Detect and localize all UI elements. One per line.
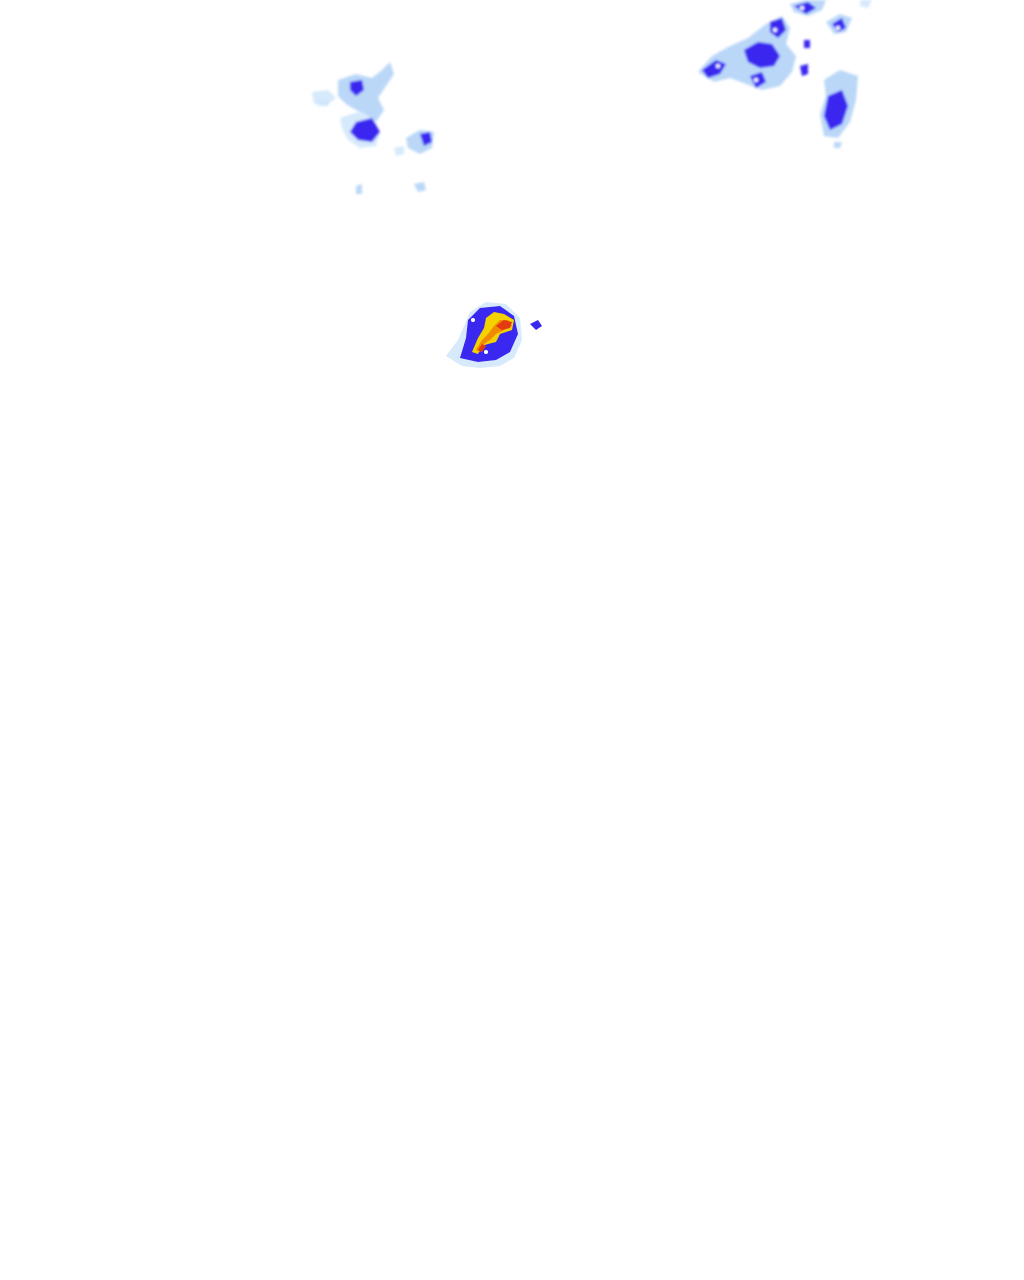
echo-moderate <box>702 60 726 78</box>
echo-very-light <box>860 0 872 8</box>
echo-peak-dot <box>800 6 804 10</box>
echo-moderate <box>794 2 816 14</box>
echo-moderate <box>744 42 780 68</box>
echo-north-west-cluster <box>312 62 434 194</box>
echo-light <box>356 184 362 194</box>
echo-peak-dot <box>471 318 475 322</box>
echo-peak-dot <box>484 350 488 354</box>
echo-light <box>834 142 842 148</box>
echo-peak-dot <box>773 28 777 32</box>
echo-central-storm-cell <box>446 302 542 368</box>
echo-north-east-cluster <box>698 0 872 148</box>
echo-peak-dot <box>754 78 758 82</box>
echo-light <box>414 182 426 192</box>
echo-moderate <box>420 132 432 146</box>
echo-peak-dot <box>836 26 840 30</box>
echo-peak-dot <box>716 64 720 68</box>
echo-moderate <box>350 118 380 142</box>
echo-moderate <box>350 80 364 96</box>
echo-moderate <box>530 320 542 330</box>
echo-moderate <box>804 40 810 48</box>
echo-moderate <box>770 18 786 38</box>
echo-moderate <box>824 90 848 130</box>
echo-extreme <box>478 344 486 352</box>
echo-very-light <box>318 100 330 106</box>
echo-light <box>338 62 394 122</box>
echo-extreme <box>496 320 512 330</box>
echo-moderate <box>800 64 808 76</box>
echo-very-light <box>394 146 404 156</box>
echo-moderate <box>832 18 846 32</box>
